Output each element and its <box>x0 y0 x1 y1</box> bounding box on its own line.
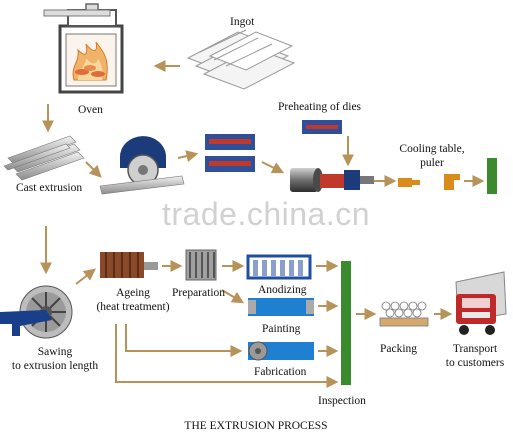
cast-extrusion-label: Cast extrusion <box>16 182 83 194</box>
flow-arrows <box>40 60 485 388</box>
preparation-rack-icon <box>185 249 217 281</box>
packing-label: Packing <box>380 343 418 355</box>
anodizing-tank-icon <box>246 254 312 280</box>
diagram-title: THE EXTRUSION PROCESS <box>184 420 328 432</box>
saw-blade-icon <box>99 136 185 195</box>
puller-icon <box>398 174 460 190</box>
sawing-label: Sawing <box>37 346 73 358</box>
cooling-label: Cooling table, <box>399 143 465 155</box>
preheating-label: Preheating of dies <box>278 101 362 113</box>
transport-label: Transport <box>452 343 498 355</box>
transport-label-2: to customers <box>445 357 505 369</box>
watermark: trade.china.cn <box>162 196 371 232</box>
inspection-label: Inspection <box>318 395 366 407</box>
sawing-label-2: to extrusion length <box>11 360 99 372</box>
painting-line-icon <box>248 298 314 316</box>
ingot-stack-icon <box>186 29 296 90</box>
preparation-label: Preparation <box>172 287 226 299</box>
truck-icon <box>455 271 507 335</box>
cooling-end-bar <box>487 158 497 194</box>
painting-label: Painting <box>262 323 301 335</box>
cooling-label-2: puler <box>420 157 444 169</box>
anodizing-label: Anodizing <box>258 284 307 296</box>
ingot-label: Ingot <box>230 16 255 28</box>
sawing-machine-icon <box>0 285 73 339</box>
oven-label: Oven <box>78 104 103 116</box>
ageing-rack-icon <box>100 252 158 278</box>
ageing-label-2: (heat treatment) <box>96 301 170 313</box>
inspection-bar-icon <box>341 261 351 385</box>
die-icon <box>205 120 342 172</box>
oven-icon <box>43 3 124 94</box>
press-icon <box>290 168 374 192</box>
packing-icon <box>379 301 429 327</box>
fabrication-machine-icon <box>248 341 314 361</box>
fabrication-label: Fabrication <box>254 366 307 378</box>
cast-extrusion-icon <box>3 135 85 181</box>
ageing-label: Ageing <box>116 287 150 299</box>
